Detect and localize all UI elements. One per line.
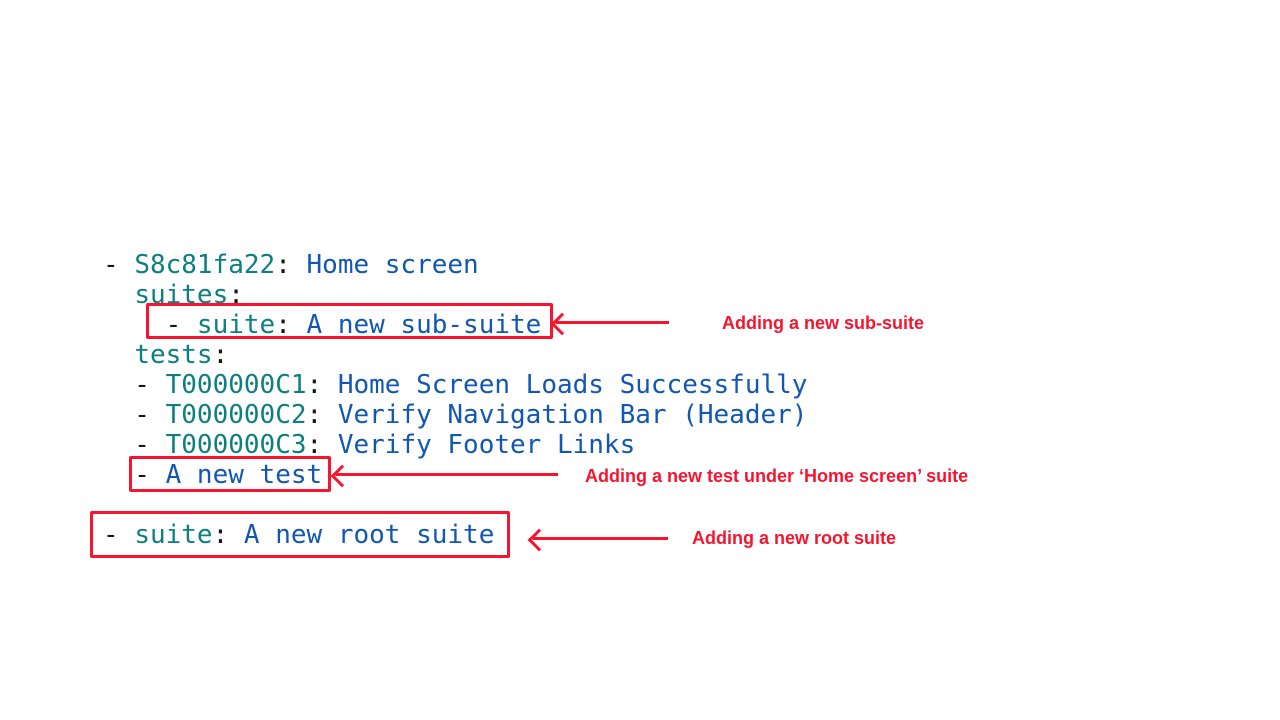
code-token: S8c81fa22 xyxy=(134,250,276,280)
highlight-box-new-test xyxy=(129,456,331,492)
code-token: : xyxy=(212,340,229,370)
code-token: A new sub-suite xyxy=(306,310,542,340)
code-token xyxy=(103,340,134,370)
code-token: tests xyxy=(134,340,213,370)
code-token: : xyxy=(212,520,244,550)
code-token: T000000C1 xyxy=(165,370,307,400)
code-token: - xyxy=(103,370,166,400)
code-token: : xyxy=(306,400,338,430)
code-token: : xyxy=(228,280,244,310)
code-token: T000000C2 xyxy=(165,400,307,430)
code-token: Home Screen Loads Successfully xyxy=(337,370,808,400)
code-line: - T000000C1: Home Screen Loads Successfu… xyxy=(103,370,807,400)
left-arrow-icon xyxy=(556,321,669,324)
code-token: - xyxy=(103,250,135,280)
code-line: - A new test xyxy=(103,460,807,490)
code-token: Home screen xyxy=(306,250,479,280)
code-line: tests: xyxy=(103,340,807,370)
code-token: : xyxy=(275,250,307,280)
code-token: A new root suite xyxy=(243,520,495,550)
code-token: : xyxy=(275,310,307,340)
annotation-label-root-suite: Adding a new root suite xyxy=(692,528,897,548)
yaml-code-block: - S8c81fa22: Home screen suites: - suite… xyxy=(103,250,807,550)
code-token: - xyxy=(103,460,166,490)
highlight-box-root-suite xyxy=(90,511,510,558)
code-token: : xyxy=(306,370,338,400)
code-token: T000000C3 xyxy=(165,430,307,460)
code-token: suite xyxy=(134,520,213,550)
code-token xyxy=(103,280,134,310)
code-token: Verify Navigation Bar (Header) xyxy=(337,400,808,430)
code-line: - T000000C3: Verify Footer Links xyxy=(103,430,807,460)
code-token: - xyxy=(103,310,197,340)
left-arrow-icon xyxy=(336,473,558,476)
code-token: - xyxy=(103,400,166,430)
left-arrow-icon xyxy=(533,537,668,540)
code-line: - T000000C2: Verify Navigation Bar (Head… xyxy=(103,400,807,430)
code-token: Verify Footer Links xyxy=(337,430,636,460)
code-token: - xyxy=(103,430,166,460)
annotation-label-sub-suite: Adding a new sub-suite xyxy=(722,313,925,333)
highlight-box-sub-suite xyxy=(146,303,553,339)
code-token: : xyxy=(306,430,338,460)
code-token: - xyxy=(103,520,135,550)
annotation-label-new-test: Adding a new test under ‘Home screen’ su… xyxy=(585,466,969,486)
code-line: - S8c81fa22: Home screen xyxy=(103,250,807,280)
code-line: - suite: A new root suite xyxy=(103,520,807,550)
code-line: - suite: A new sub-suite xyxy=(103,310,807,340)
code-token: suite xyxy=(196,310,276,340)
code-token: A new test xyxy=(165,460,323,490)
